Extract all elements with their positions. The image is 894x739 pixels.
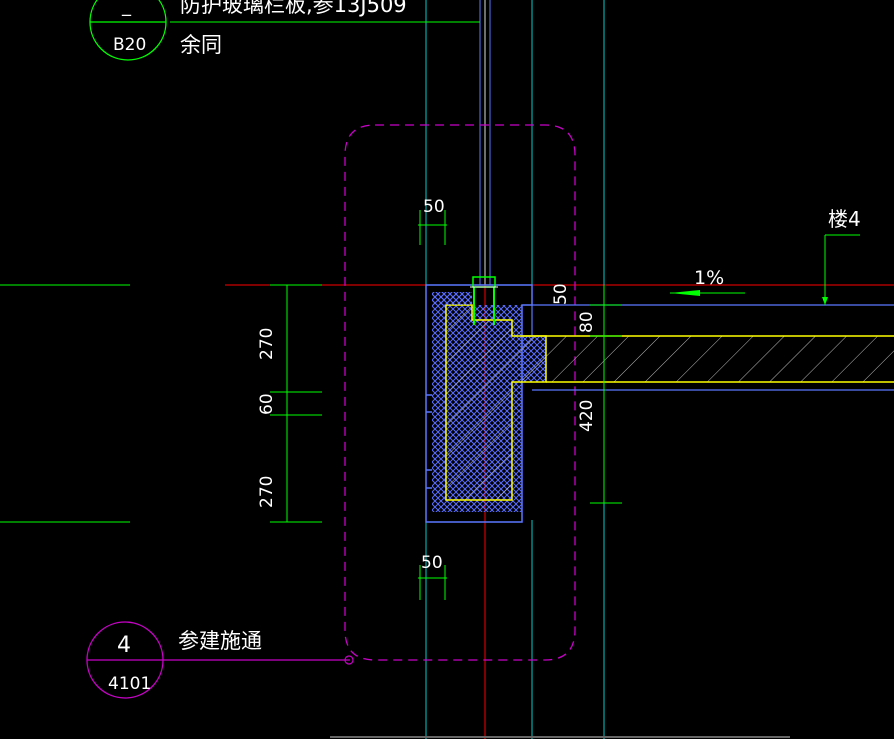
dim-50-bottom: 50: [421, 553, 443, 573]
railing-base: [470, 276, 498, 325]
top-bubble-lower: B20: [113, 35, 146, 55]
dim-270-upper: 270: [257, 328, 277, 360]
top-note-line2: 余同: [180, 33, 222, 57]
slope-label: 1%: [694, 267, 724, 289]
floor-tag-label: 楼4: [828, 207, 861, 231]
top-note-line1: 防护玻璃栏板,参13J509: [180, 0, 407, 17]
slope-arrow: [670, 290, 700, 296]
dim-270-lower: 270: [257, 476, 277, 508]
top-callout-bubble: _ B20: [89, 0, 167, 61]
bottom-note: 参建施通: [178, 629, 262, 653]
dim-60: 60: [257, 393, 277, 415]
floor-tag-arrow: [822, 297, 828, 305]
top-bubble-upper: _: [121, 0, 132, 17]
dim-50-top: 50: [423, 197, 445, 217]
beam-section: [425, 284, 547, 523]
detail-boundary: [344, 124, 576, 661]
dim-80: 80: [577, 311, 597, 333]
dim-50-right: 50: [551, 283, 571, 305]
bottom-bubble-lower: 4101: [108, 674, 151, 694]
floor-slab: [522, 304, 894, 391]
dimension-lines: [170, 21, 860, 600]
bottom-bubble-upper: 4: [117, 633, 131, 658]
dim-420: 420: [577, 400, 597, 432]
bottom-callout-bubble: 4 4101: [86, 621, 354, 699]
